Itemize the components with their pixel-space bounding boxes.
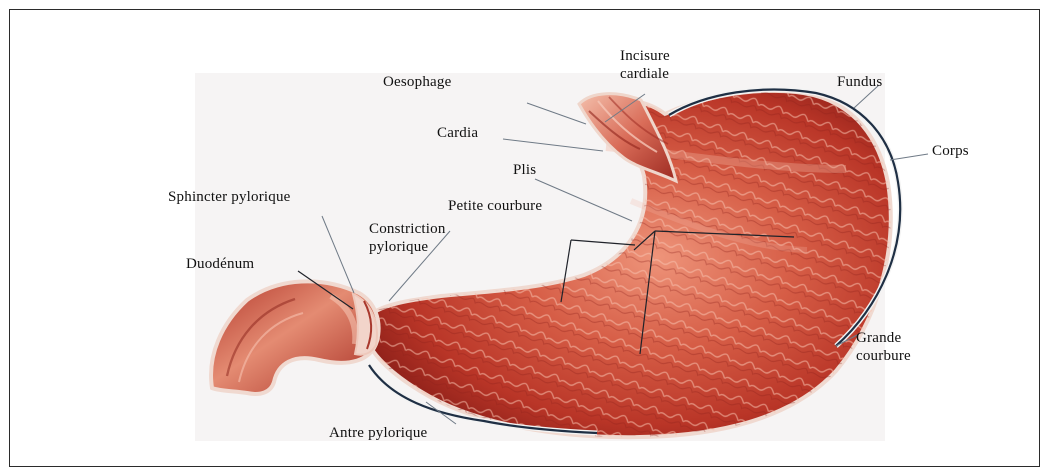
fundus-label: Fundus bbox=[837, 73, 882, 91]
plis-label: Plis bbox=[513, 161, 536, 179]
duodenum-label: Duodénum bbox=[186, 255, 254, 273]
sphincter-pylorique-label: Sphincter pylorique bbox=[168, 188, 291, 206]
corps-label: Corps bbox=[932, 142, 969, 160]
antre-pylorique-label: Antre pylorique bbox=[329, 424, 427, 442]
cardia-label: Cardia bbox=[437, 124, 478, 142]
petite-courbure-label: Petite courbure bbox=[448, 197, 542, 215]
incisure-cardiale-label: Incisure cardiale bbox=[620, 47, 670, 83]
oesophage-label: Oesophage bbox=[383, 73, 451, 91]
grande-courbure-label: Grande courbure bbox=[856, 329, 911, 365]
constriction-pylorique-label: Constriction pylorique bbox=[369, 220, 446, 256]
